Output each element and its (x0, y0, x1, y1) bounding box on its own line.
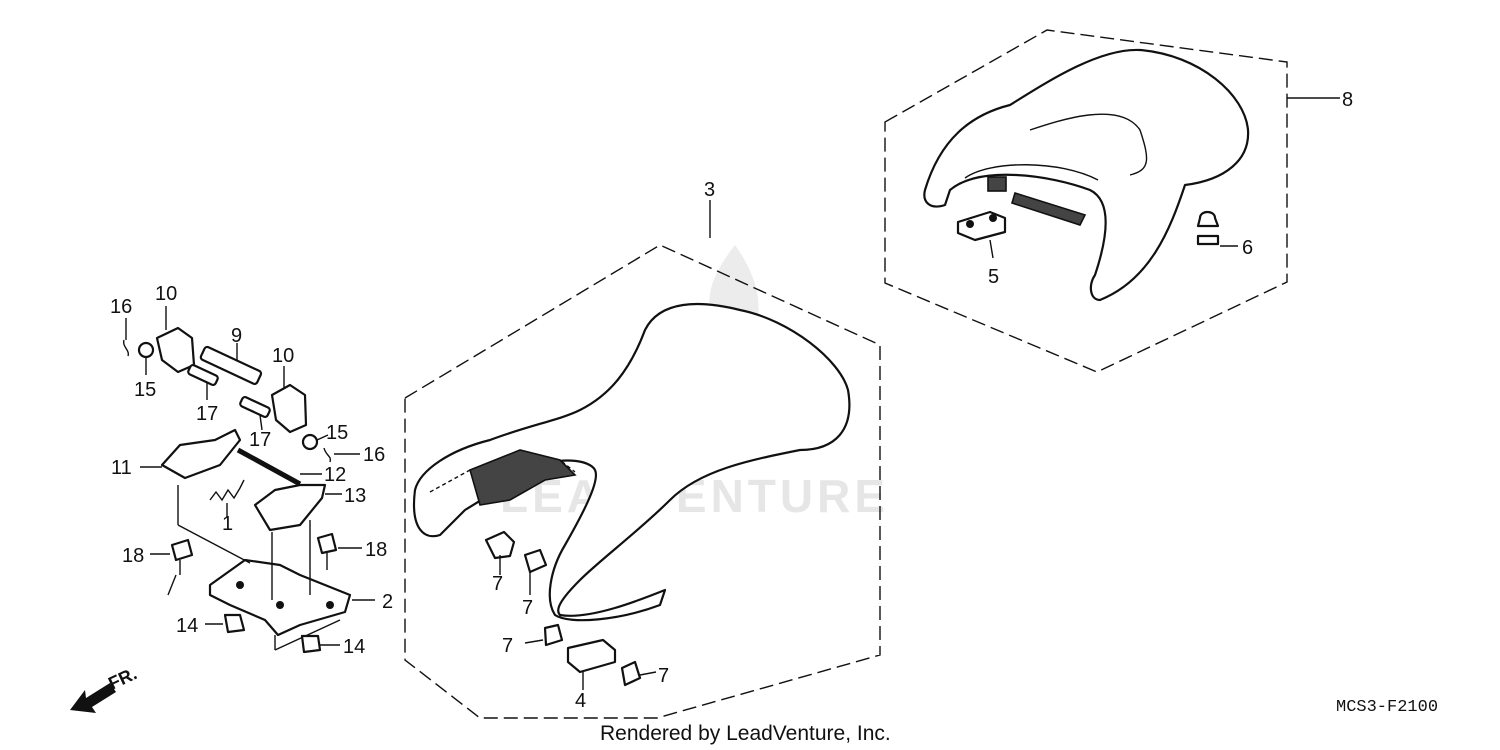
callout-2: 2 (382, 591, 393, 613)
callout-9: 9 (231, 325, 242, 347)
callout-18a: 18 (122, 545, 144, 567)
callout-16a: 16 (110, 296, 132, 318)
credit-text: Rendered by LeadVenture, Inc. (600, 722, 891, 745)
callout-7a: 7 (492, 573, 503, 595)
callout-3: 3 (704, 179, 715, 201)
callout-15b: 15 (326, 422, 348, 444)
callout-17b: 17 (249, 429, 271, 451)
callout-1: 1 (222, 513, 233, 535)
callout-10b: 10 (272, 345, 294, 367)
diagram-code: MCS3-F2100 (1336, 698, 1438, 717)
callout-14a: 14 (176, 615, 198, 637)
callout-10a: 10 (155, 283, 177, 305)
callout-7b: 7 (522, 597, 533, 619)
callout-8: 8 (1342, 89, 1353, 111)
callout-12: 12 (324, 464, 346, 486)
seat-hinge-group (122, 306, 375, 654)
callout-18b: 18 (365, 539, 387, 561)
callout-5: 5 (988, 266, 999, 288)
callout-11: 11 (111, 457, 132, 479)
front-seat-group (404, 200, 881, 719)
callout-7d: 7 (658, 665, 669, 687)
callout-13: 13 (344, 485, 366, 507)
front-direction: FR. (70, 663, 140, 713)
callout-16b: 16 (363, 444, 385, 466)
callout-14b: 14 (343, 636, 365, 658)
arrow-front-icon (70, 683, 116, 713)
callout-labels: 1 2 3 4 5 6 7 7 7 7 8 9 10 10 11 12 13 1… (110, 89, 1353, 712)
callout-15a: 15 (134, 379, 156, 401)
callout-7c: 7 (502, 635, 513, 657)
callout-6: 6 (1242, 237, 1253, 259)
callout-17a: 17 (196, 403, 218, 425)
callout-4: 4 (575, 690, 586, 712)
rear-seat-group (884, 29, 1340, 373)
